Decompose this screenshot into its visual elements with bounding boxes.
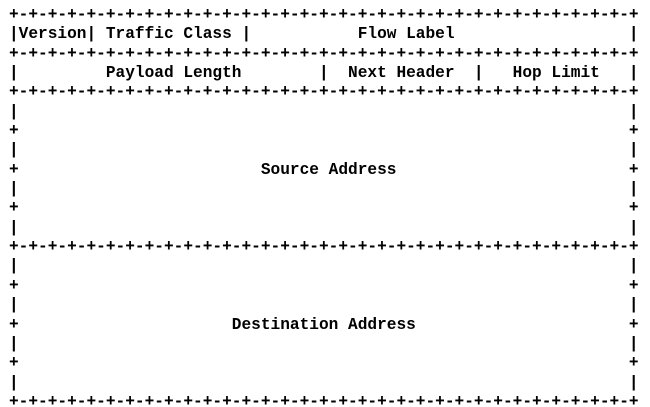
ascii-packet-diagram: +-+-+-+-+-+-+-+-+-+-+-+-+-+-+-+-+-+-+-+-… — [9, 6, 639, 407]
ipv6-header-figure: +-+-+-+-+-+-+-+-+-+-+-+-+-+-+-+-+-+-+-+-… — [9, 6, 639, 407]
